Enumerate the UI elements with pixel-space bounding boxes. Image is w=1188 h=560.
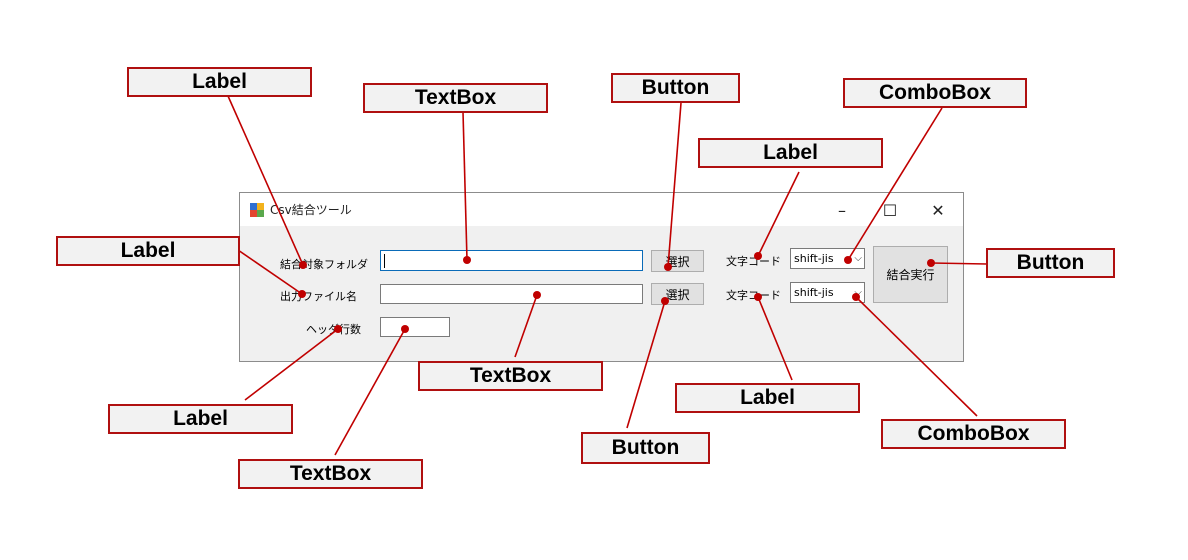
chevron-down-icon: ⌵ <box>854 253 862 264</box>
callout-label-header-rows: Label <box>108 404 293 434</box>
callout-button-select-folder: Button <box>611 73 740 103</box>
callout-label-output-encoding: Label <box>675 383 860 413</box>
run-merge-button[interactable]: 結合実行 <box>873 246 948 303</box>
input-encoding-label: 文字コード <box>726 255 781 268</box>
callout-combobox-output-encoding: ComboBox <box>881 419 1066 449</box>
callout-button-run: Button <box>986 248 1115 278</box>
callout-textbox-target-folder: TextBox <box>363 83 548 113</box>
input-encoding-combo[interactable]: shift-jis ⌵ <box>790 248 865 269</box>
select-folder-button[interactable]: 選択 <box>651 250 704 272</box>
select-output-button[interactable]: 選択 <box>651 283 704 305</box>
callout-label-input-encoding: Label <box>698 138 883 168</box>
header-rows-input[interactable] <box>380 317 450 337</box>
callout-textbox-header-rows: TextBox <box>238 459 423 489</box>
output-encoding-value: shift-jis <box>794 286 834 299</box>
callout-label-output-file: Label <box>56 236 240 266</box>
callout-combobox-input-encoding: ComboBox <box>843 78 1027 108</box>
csv-tool-window: Csv結合ツール – ☐ ✕ 結合対象フォルダ 出力ファイル名 ヘッダ行数 選択… <box>239 192 964 362</box>
app-icon <box>250 203 264 217</box>
input-encoding-value: shift-jis <box>794 252 834 265</box>
output-file-label: 出力ファイル名 <box>280 290 357 303</box>
close-button[interactable]: ✕ <box>931 200 945 220</box>
target-folder-label: 結合対象フォルダ <box>280 258 368 271</box>
callout-button-select-output: Button <box>581 432 710 464</box>
output-encoding-label: 文字コード <box>726 289 781 302</box>
output-encoding-combo[interactable]: shift-jis ⌵ <box>790 282 865 303</box>
header-rows-label: ヘッダ行数 <box>306 323 361 336</box>
minimize-button[interactable]: – <box>838 200 846 220</box>
callout-textbox-output-file: TextBox <box>418 361 603 391</box>
chevron-down-icon: ⌵ <box>854 287 862 298</box>
window-title: Csv結合ツール <box>270 203 352 217</box>
output-file-input[interactable] <box>380 284 643 304</box>
target-folder-input[interactable] <box>380 250 643 271</box>
maximize-button[interactable]: ☐ <box>882 200 898 220</box>
title-bar: Csv結合ツール – ☐ ✕ <box>240 193 963 226</box>
callout-label-target-folder: Label <box>127 67 312 97</box>
text-caret <box>384 254 385 268</box>
